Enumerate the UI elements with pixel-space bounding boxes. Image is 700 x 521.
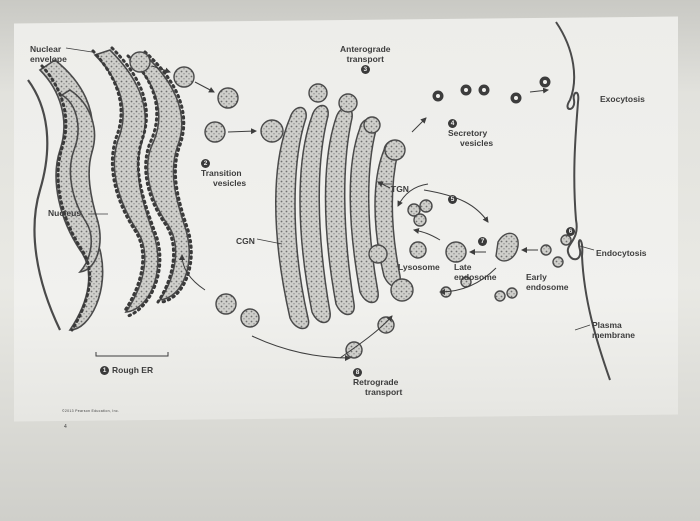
page-mark: 4 [64,424,68,430]
leader-lines [88,183,595,331]
label-exocytosis: Exocytosis [600,94,645,104]
transition-vesicles [129,51,284,328]
golgi-stack [275,104,401,330]
step-number-1: 1 [100,366,109,376]
step-number-5: 5 [448,195,457,205]
label-anterograde-transport: Anterograde transport 3 [340,44,391,75]
endosomal-system [407,199,572,302]
label-early-endosome: Early endosome [526,272,569,292]
copyright-notice: ©2013 Pearson Education, Inc. [62,409,120,413]
nuclear-envelope [27,79,61,331]
label-lysosome: Lysosome [398,262,440,272]
step-number-3: 3 [360,65,370,75]
label-cgn: CGN [236,236,255,246]
plasma-membrane [555,21,611,381]
step-number-7: 7 [478,237,487,247]
step-number-7-label: 7 [478,236,490,247]
label-plasma-membrane: Plasma membrane [592,320,635,340]
secretory-vesicles [432,76,551,104]
step-number-8: 8 [353,368,362,378]
label-nucleus: Nucleus [48,208,82,218]
step-number-4: 4 [448,119,457,129]
step-number-6: 6 [566,227,575,237]
golgi-vesicles [308,83,414,359]
step-number-2: 2 [201,159,210,169]
rough-er-bracket [95,352,169,357]
label-late-endosome: Late endosome [454,262,497,282]
ribosomes [40,46,193,332]
label-nuclear-envelope: Nuclear envelope [30,44,67,64]
label-endocytosis: Endocytosis [596,248,647,258]
label-tgn: TGN [391,184,409,194]
step-number-6-label: 6 [566,226,578,237]
step-number-5-label: 5 [448,194,460,205]
